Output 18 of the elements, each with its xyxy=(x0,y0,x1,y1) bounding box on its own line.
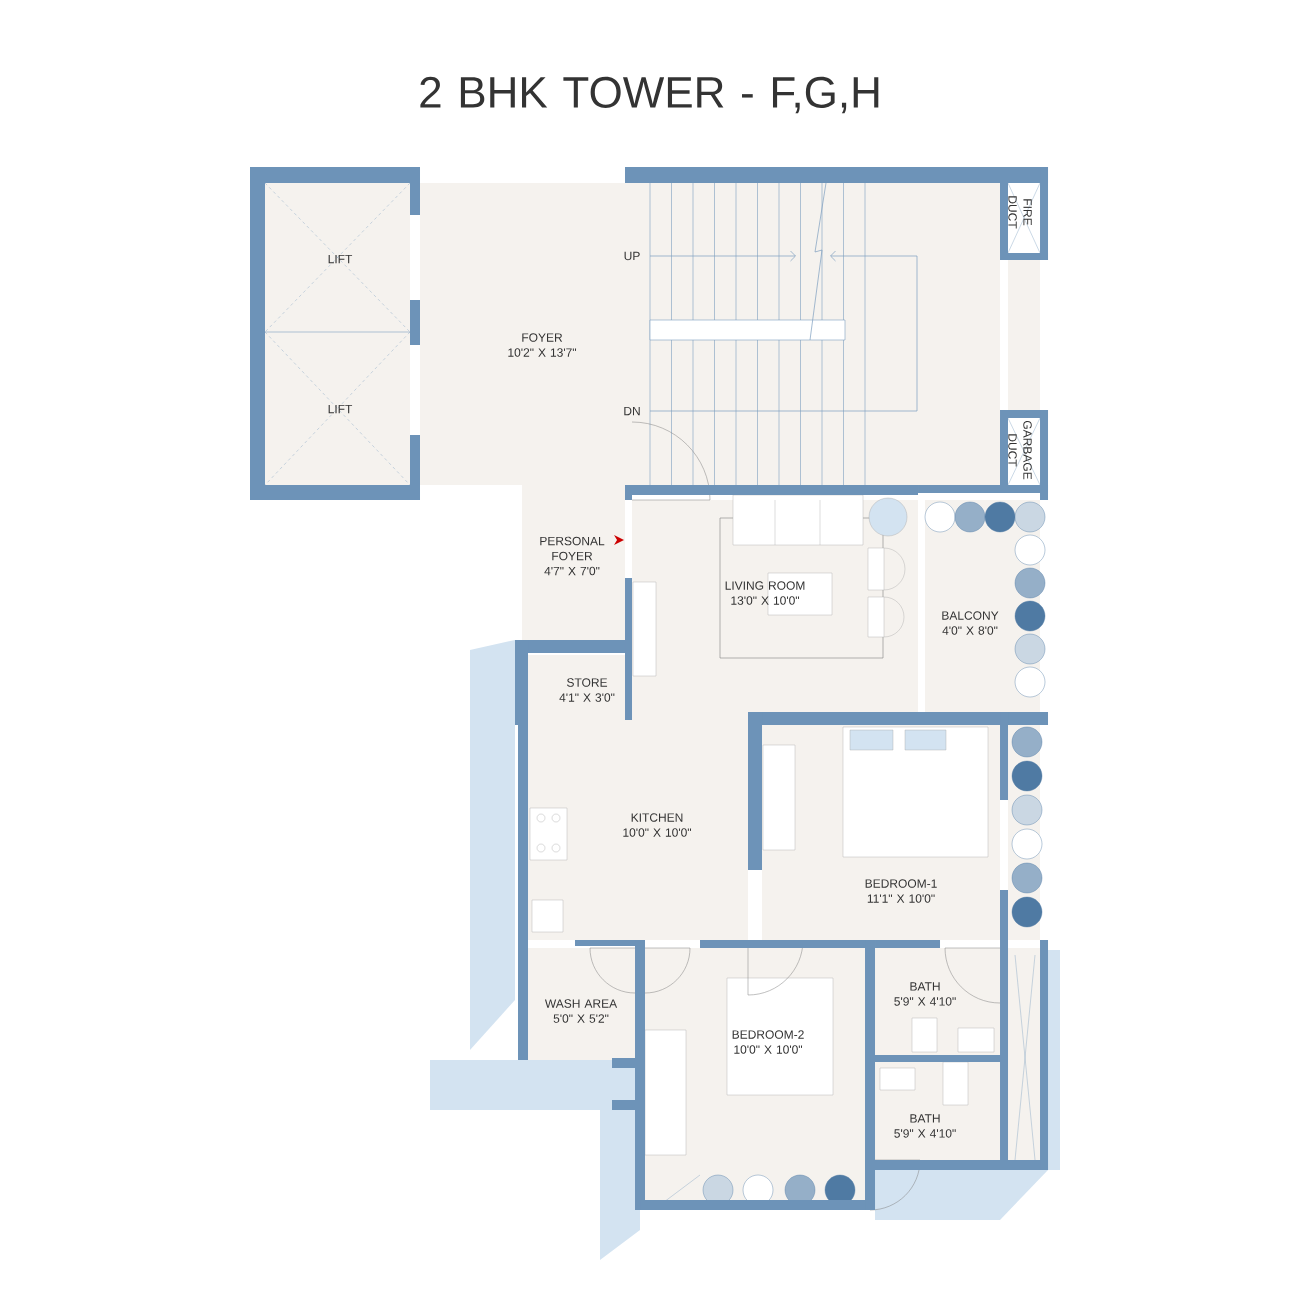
room-label: BATH 5'9" X 4'10" xyxy=(894,982,956,1006)
room-label: LIVING ROOM 13'0" X 10'0" xyxy=(725,581,805,605)
room-label: PERSONAL FOYER 4'7" X 7'0" xyxy=(540,536,605,576)
room-label: BALCONY 4'0" X 8'0" xyxy=(942,611,999,635)
room-label: GARBAGE DUCT xyxy=(1008,420,1032,480)
room-label: BATH 5'9" X 4'10" xyxy=(894,1114,956,1138)
room-label: LIFT xyxy=(328,404,353,414)
stair-label: DN xyxy=(624,406,640,416)
stair-label: UP xyxy=(624,251,640,261)
room-label: BEDROOM-2 10'0" X 10'0" xyxy=(732,1030,804,1054)
room-label: LIFT xyxy=(328,254,353,264)
room-label: BEDROOM-1 11'1" X 10'0" xyxy=(865,879,937,903)
room-label: KITCHEN 10'0" X 10'0" xyxy=(623,813,692,837)
room-label: FIRE DUCT xyxy=(1008,196,1032,229)
room-label: FOYER 10'2" X 13'7" xyxy=(508,333,577,357)
room-label: STORE 4'1" X 3'0" xyxy=(559,678,615,702)
title: 2 BHK TOWER - F,G,H xyxy=(420,76,879,114)
room-label: WASH AREA 5'0" X 5'2" xyxy=(544,999,618,1023)
